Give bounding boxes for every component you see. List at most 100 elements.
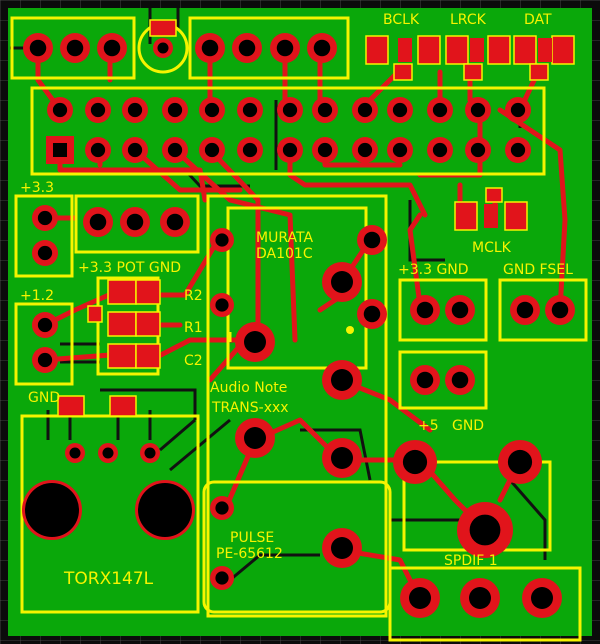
pad-hole-52 bbox=[416, 301, 434, 319]
pad-hole-29 bbox=[392, 142, 408, 158]
torx-mount-hole-1 bbox=[138, 483, 192, 537]
pad-hole-33 bbox=[37, 210, 53, 226]
pad-hole-56 bbox=[416, 371, 434, 389]
pad-hole-47 bbox=[244, 427, 266, 449]
pad-hole-41 bbox=[363, 231, 381, 249]
pad-hole-55 bbox=[551, 301, 569, 319]
label-da101c: DA101C bbox=[256, 246, 313, 262]
pwr33-outline bbox=[14, 194, 74, 278]
label-pe: PE-65612 bbox=[216, 546, 283, 562]
pad-hole-11 bbox=[167, 102, 183, 118]
pad-hole-31 bbox=[470, 142, 486, 158]
pwr5-outline bbox=[398, 350, 488, 410]
pad-hole-49 bbox=[215, 501, 229, 515]
pad-hole-8 bbox=[52, 102, 68, 118]
pad-hole-6 bbox=[276, 39, 294, 57]
pad-hole-35 bbox=[89, 213, 107, 231]
pin1-dot bbox=[346, 326, 354, 334]
label-p33-a: +3.3 bbox=[20, 180, 54, 196]
label-lrck: LRCK bbox=[450, 12, 487, 28]
pad-hole-58 bbox=[402, 449, 428, 475]
pot-outline bbox=[74, 194, 200, 254]
pad-square-pin1-hole bbox=[53, 143, 67, 157]
silkscreen-outlines bbox=[10, 16, 588, 642]
pad-hole-12 bbox=[204, 102, 220, 118]
pad-hole-30 bbox=[432, 142, 448, 158]
pad-hole-28 bbox=[357, 142, 373, 158]
torx-mount-hole-0 bbox=[25, 483, 79, 537]
smd-pads bbox=[57, 19, 575, 417]
pad-hole-25 bbox=[242, 142, 258, 158]
smd-jumper-cores bbox=[398, 38, 552, 228]
label-audio-note: Audio Note bbox=[210, 380, 287, 396]
pad-hole-27 bbox=[317, 142, 333, 158]
pad-hole-32 bbox=[510, 142, 526, 158]
pad-hole-3 bbox=[157, 42, 169, 54]
pad-hole-48 bbox=[331, 447, 353, 469]
label-pulse: PULSE bbox=[230, 530, 274, 546]
pad-hole-53 bbox=[451, 301, 469, 319]
pad-hole-24 bbox=[204, 142, 220, 158]
pad-hole-26 bbox=[282, 142, 298, 158]
spdif-bottom-outline bbox=[388, 566, 582, 642]
pad-hole-22 bbox=[127, 142, 143, 158]
label-c2: C2 bbox=[184, 353, 203, 369]
pad-hole-64 bbox=[69, 447, 81, 459]
murata-outline bbox=[226, 206, 368, 370]
pad-hole-40 bbox=[215, 233, 229, 247]
pad-hole-16 bbox=[357, 102, 373, 118]
pwr12-outline bbox=[14, 302, 74, 386]
fsel-outline bbox=[498, 278, 588, 342]
pad-hole-13 bbox=[242, 102, 258, 118]
pad-hole-36 bbox=[126, 213, 144, 231]
through-hole-pads bbox=[22, 33, 575, 618]
pad-hole-44 bbox=[215, 298, 229, 312]
label-p12: +1.2 bbox=[20, 288, 54, 304]
pad-hole-2 bbox=[103, 39, 121, 57]
pad-hole-51 bbox=[215, 571, 229, 585]
pad-hole-45 bbox=[244, 331, 266, 353]
pad-hole-21 bbox=[90, 142, 106, 158]
pad-hole-37 bbox=[166, 213, 184, 231]
header-right-outline bbox=[188, 16, 350, 80]
pad-hole-20 bbox=[510, 102, 526, 118]
pad-hole-17 bbox=[392, 102, 408, 118]
main-header-outline bbox=[30, 86, 546, 176]
label-r1: R1 bbox=[184, 320, 203, 336]
label-r2: R2 bbox=[184, 288, 203, 304]
header-left-outline bbox=[10, 16, 136, 80]
pad-hole-63 bbox=[531, 587, 553, 609]
label-p33-gnd: +3.3 GND bbox=[398, 262, 469, 278]
pad-hole-15 bbox=[317, 102, 333, 118]
pulse-outline bbox=[202, 480, 392, 614]
label-torx: TORX147L bbox=[63, 569, 154, 589]
pad-hole-14 bbox=[282, 102, 298, 118]
pad-hole-4 bbox=[201, 39, 219, 57]
label-p33-pot-gnd: +3.3 POT GND bbox=[78, 260, 181, 276]
pad-hole-23 bbox=[167, 142, 183, 158]
pad-hole-39 bbox=[37, 352, 53, 368]
pad-hole-34 bbox=[37, 245, 53, 261]
label-trans: TRANS-xxx bbox=[211, 400, 289, 416]
label-dat: DAT bbox=[524, 12, 552, 28]
pad-hole-10 bbox=[127, 102, 143, 118]
pad-hole-0 bbox=[29, 39, 47, 57]
pad-hole-38 bbox=[37, 317, 53, 333]
label-gnd-a: GND bbox=[28, 390, 60, 406]
pad-hole-65 bbox=[102, 447, 114, 459]
pad-hole-60 bbox=[469, 514, 501, 546]
label-mclk: MCLK bbox=[472, 240, 512, 256]
pad-hole-42 bbox=[331, 271, 353, 293]
pad-hole-9 bbox=[90, 102, 106, 118]
pad-hole-7 bbox=[313, 39, 331, 57]
label-p5-gnd: +5 GND bbox=[418, 418, 484, 434]
pad-hole-19 bbox=[470, 102, 486, 118]
pad-hole-5 bbox=[238, 39, 256, 57]
pad-hole-54 bbox=[516, 301, 534, 319]
pad-hole-61 bbox=[409, 587, 431, 609]
transformer-outline bbox=[206, 194, 388, 618]
pad-hole-18 bbox=[432, 102, 448, 118]
pad-hole-66 bbox=[144, 447, 156, 459]
